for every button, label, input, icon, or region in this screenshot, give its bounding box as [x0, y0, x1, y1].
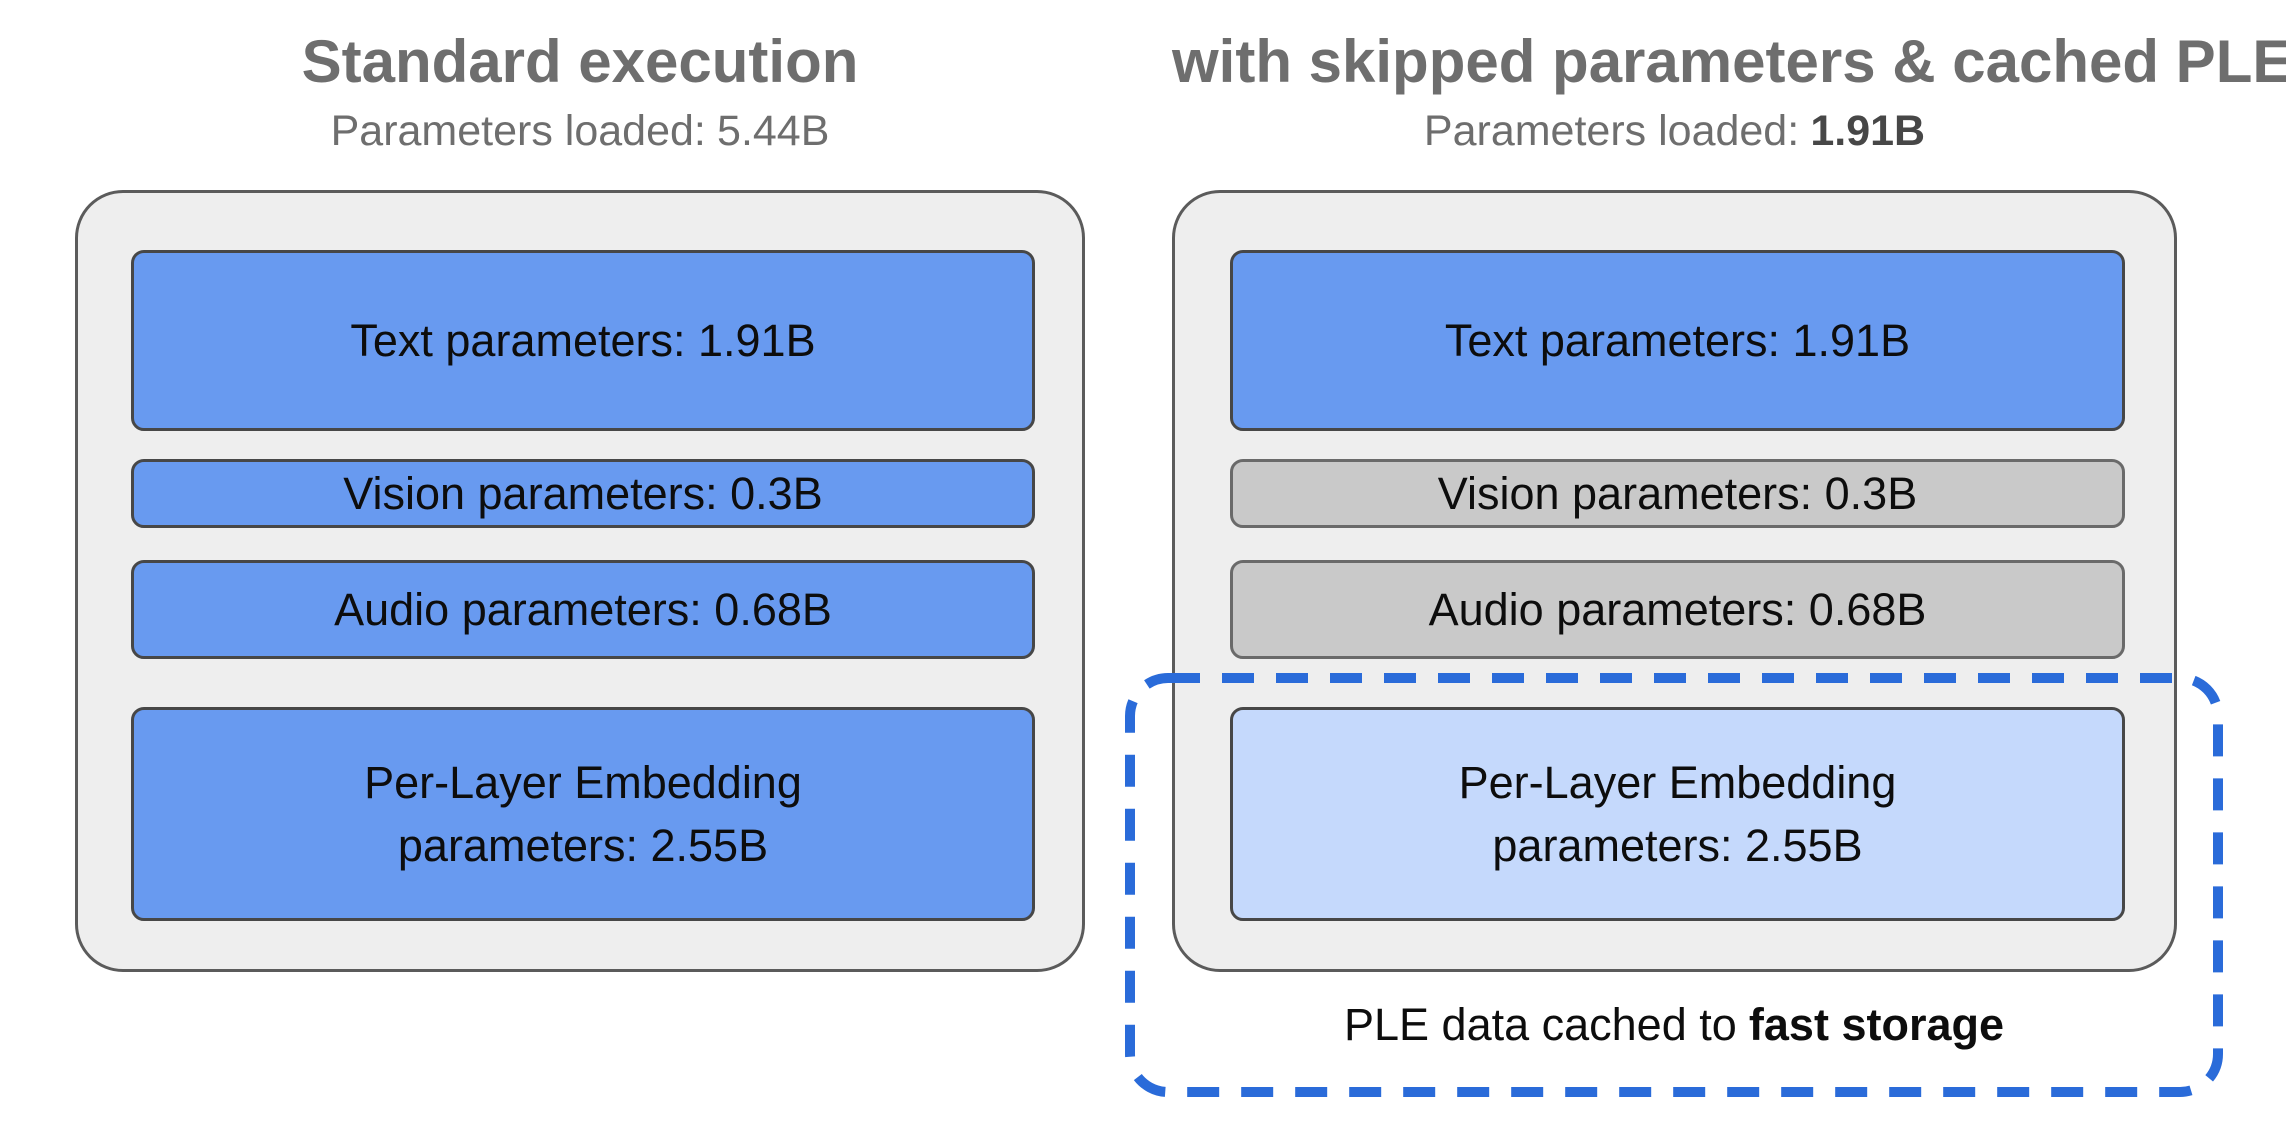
box-label: Text parameters: 1.91B	[1444, 315, 1911, 366]
left-model-container: Text parameters: 1.91B Vision parameters…	[75, 190, 1085, 972]
right-vision-params-box: Vision parameters: 0.3B	[1230, 459, 2125, 528]
left-audio-params-box: Audio parameters: 0.68B	[131, 560, 1035, 659]
right-subtitle-label: Parameters loaded:	[1423, 107, 1800, 155]
left-text-params-box: Text parameters: 1.91B	[131, 250, 1035, 431]
right-text-params-box: Text parameters: 1.91B	[1230, 250, 2125, 431]
dashed-cache-outline-icon	[1125, 673, 2223, 1097]
box-label: Per-Layer Embedding parameters: 2.55B	[1458, 757, 1897, 871]
left-vision-params-box: Vision parameters: 0.3B	[131, 459, 1035, 528]
right-audio-params-box: Audio parameters: 0.68B	[1230, 560, 2125, 659]
box-label: Audio parameters: 0.68B	[334, 584, 832, 635]
left-panel-subtitle: Parameters loaded:5.44B	[75, 106, 1085, 158]
right-ple-params-box: Per-Layer Embedding parameters: 2.55B	[1230, 707, 2125, 921]
right-panel-title: with skipped parameters & cached PLE	[1172, 28, 2286, 95]
left-panel-title: Standard execution	[301, 28, 859, 95]
left-ple-params-box: Per-Layer Embedding parameters: 2.55B	[131, 707, 1035, 921]
box-label: Per-Layer Embedding parameters: 2.55B	[364, 757, 802, 871]
right-subtitle-value: 1.91B	[1810, 107, 1926, 155]
ple-cache-caption-prefix: PLE data cached to	[1343, 999, 1737, 1050]
box-label: Text parameters: 1.91B	[350, 315, 816, 366]
ple-cache-caption-bold: fast storage	[1748, 999, 2005, 1050]
box-label: Vision parameters: 0.3B	[343, 468, 823, 519]
right-model-container: Text parameters: 1.91B Vision parameters…	[1172, 190, 2177, 972]
left-subtitle-value: 5.44B	[717, 107, 830, 155]
box-label: Audio parameters: 0.68B	[1428, 584, 1927, 635]
right-panel-subtitle: Parameters loaded:1.91B	[1172, 106, 2177, 158]
box-label: Vision parameters: 0.3B	[1437, 468, 1918, 519]
left-subtitle-label: Parameters loaded:	[330, 107, 706, 155]
